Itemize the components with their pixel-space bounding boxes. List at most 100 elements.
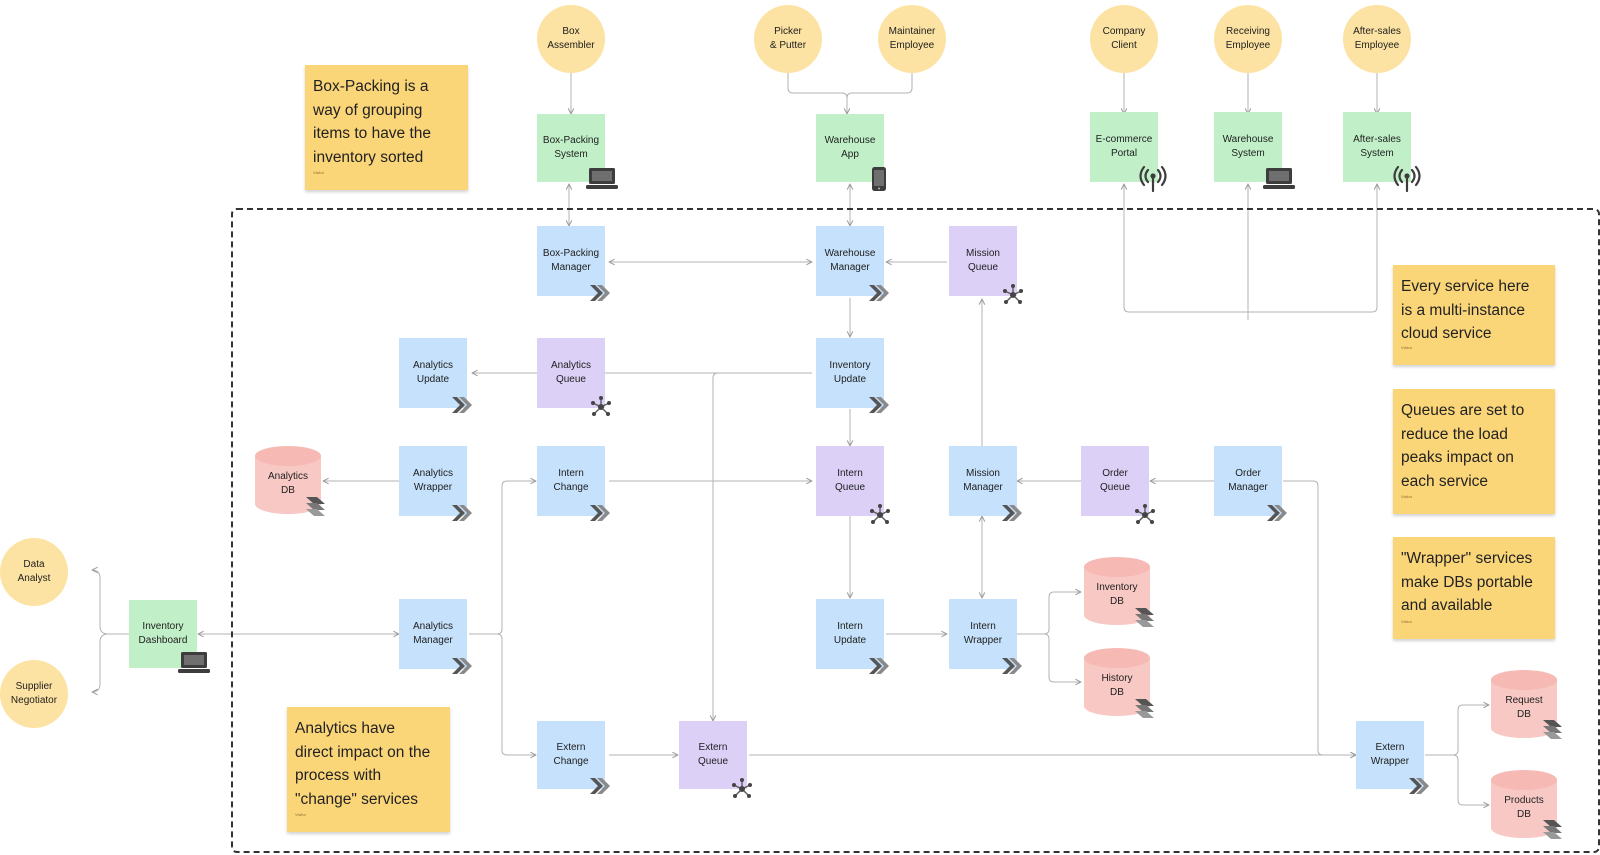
note-author: Visitor: [313, 169, 325, 175]
client-label: Inventory Dashboard: [138, 621, 188, 646]
actor-maintainer-employee[interactable]: Maintainer Employee: [878, 5, 946, 73]
database-request-db[interactable]: Request DB: [1490, 670, 1558, 740]
double-chevron-icon: [452, 505, 472, 521]
antenna-icon: [1139, 165, 1167, 193]
service-box-packing-manager[interactable]: Box-Packing Manager: [537, 226, 605, 296]
hub-network-icon: [1135, 504, 1155, 524]
db-stack-icon: [1543, 820, 1562, 839]
queue-mission-queue[interactable]: Mission Queue: [949, 226, 1017, 296]
queue-label: Order Queue: [1099, 468, 1131, 493]
hub-network-icon: [870, 504, 890, 524]
client-aftersales-system[interactable]: After-sales System: [1343, 112, 1411, 182]
actor-label: Receiving Employee: [1225, 26, 1271, 51]
double-chevron-icon: [452, 397, 472, 413]
double-chevron-icon: [590, 285, 610, 301]
double-chevron-icon: [1267, 505, 1287, 521]
actor-label: Data Analyst: [17, 559, 51, 584]
double-chevron-icon: [1409, 778, 1429, 794]
sticky-note-queues[interactable]: Queues are set to reduce the load peaks …: [1393, 389, 1555, 514]
queue-analytics-queue[interactable]: Analytics Queue: [537, 338, 605, 408]
actor-label: Supplier Negotiator: [10, 681, 58, 706]
note-text: Analytics have direct impact on the proc…: [295, 720, 431, 808]
note-author: Visitor: [1401, 493, 1413, 499]
queue-order-queue[interactable]: Order Queue: [1081, 446, 1149, 516]
sticky-note-multi-instance[interactable]: Every service here is a multi-instance c…: [1393, 265, 1555, 365]
cloud-services-boundary: [231, 208, 1600, 853]
double-chevron-icon: [590, 778, 610, 794]
hub-network-icon: [1003, 284, 1023, 304]
laptop-icon: [178, 652, 210, 673]
database-products-db[interactable]: Products DB: [1490, 770, 1558, 840]
service-mission-manager[interactable]: Mission Manager: [949, 446, 1017, 516]
service-analytics-manager[interactable]: Analytics Manager: [399, 599, 467, 669]
antenna-icon: [1393, 165, 1421, 193]
client-label: Warehouse System: [1222, 134, 1274, 159]
laptop-icon: [1263, 168, 1295, 189]
note-author: Visitor: [1401, 344, 1413, 350]
actor-data-analyst[interactable]: Data Analyst: [0, 538, 68, 606]
queue-extern-queue[interactable]: Extern Queue: [679, 721, 747, 789]
service-label: Intern Change: [553, 468, 589, 493]
service-order-manager[interactable]: Order Manager: [1214, 446, 1282, 516]
cylinder-shape: [255, 446, 321, 514]
actor-receiving-employee[interactable]: Receiving Employee: [1214, 5, 1282, 73]
note-text: Box-Packing is a way of grouping items t…: [313, 78, 432, 166]
double-chevron-icon: [452, 658, 472, 674]
actor-supplier-negotiator[interactable]: Supplier Negotiator: [0, 660, 68, 728]
database-history-db[interactable]: History DB: [1083, 648, 1151, 718]
service-analytics-update[interactable]: Analytics Update: [399, 338, 467, 408]
database-inventory-db[interactable]: Inventory DB: [1083, 557, 1151, 627]
database-label: Inventory DB: [1096, 582, 1138, 607]
queue-label: Extern Queue: [697, 742, 729, 767]
client-label: Box-Packing System: [542, 135, 600, 160]
client-label: After-sales System: [1353, 134, 1401, 159]
hub-network-icon: [591, 396, 611, 416]
laptop-icon: [586, 168, 618, 189]
service-label: Box-Packing Manager: [542, 248, 600, 273]
db-stack-icon: [1135, 608, 1154, 627]
service-label: Extern Change: [553, 742, 589, 767]
actor-aftersales-employee[interactable]: After-sales Employee: [1343, 5, 1411, 73]
actor-label: After-sales Employee: [1353, 26, 1401, 51]
double-chevron-icon: [869, 397, 889, 413]
service-label: Order Manager: [1228, 468, 1268, 493]
client-label: Warehouse App: [824, 135, 876, 160]
note-text: Every service here is a multi-instance c…: [1401, 278, 1530, 342]
service-inventory-update[interactable]: Inventory Update: [816, 338, 884, 408]
double-chevron-icon: [869, 285, 889, 301]
database-analytics-db[interactable]: Analytics DB: [254, 446, 322, 516]
database-label: Analytics DB: [267, 471, 308, 496]
actor-picker-putter[interactable]: Picker & Putter: [754, 5, 822, 73]
service-intern-wrapper[interactable]: Intern Wrapper: [949, 599, 1017, 669]
double-chevron-icon: [869, 658, 889, 674]
service-extern-wrapper[interactable]: Extern Wrapper: [1356, 721, 1424, 789]
smartphone-icon: [872, 167, 886, 191]
actor-company-client[interactable]: Company Client: [1090, 5, 1158, 73]
sticky-note-wrapper[interactable]: "Wrapper" services make DBs portable and…: [1393, 537, 1555, 639]
note-author: Visitor: [295, 811, 307, 817]
client-label: E-commerce Portal: [1095, 134, 1153, 159]
note-text: Queues are set to reduce the load peaks …: [1401, 402, 1525, 490]
service-label: Inventory Update: [829, 360, 871, 385]
service-label: Mission Manager: [963, 468, 1003, 493]
service-label: Analytics Update: [412, 360, 453, 385]
note-author: Visitor: [1401, 618, 1413, 624]
service-label: Intern Wrapper: [963, 621, 1003, 646]
double-chevron-icon: [1002, 505, 1022, 521]
actor-box-assembler[interactable]: Box Assembler: [537, 5, 605, 73]
sticky-note-analytics[interactable]: Analytics have direct impact on the proc…: [287, 707, 450, 832]
double-chevron-icon: [590, 505, 610, 521]
db-stack-icon: [1135, 699, 1154, 718]
service-intern-change[interactable]: Intern Change: [537, 446, 605, 516]
service-label: Warehouse Manager: [824, 248, 876, 273]
queue-intern-queue[interactable]: Intern Queue: [816, 446, 884, 516]
database-label: History DB: [1101, 673, 1133, 698]
service-analytics-wrapper[interactable]: Analytics Wrapper: [399, 446, 467, 516]
double-chevron-icon: [1002, 658, 1022, 674]
service-intern-update[interactable]: Intern Update: [816, 599, 884, 669]
service-warehouse-manager[interactable]: Warehouse Manager: [816, 226, 884, 296]
service-extern-change[interactable]: Extern Change: [537, 721, 605, 789]
sticky-note-box-packing[interactable]: Box-Packing is a way of grouping items t…: [305, 65, 468, 190]
actor-label: Box Assembler: [547, 26, 595, 51]
actor-label: Picker & Putter: [769, 26, 807, 51]
